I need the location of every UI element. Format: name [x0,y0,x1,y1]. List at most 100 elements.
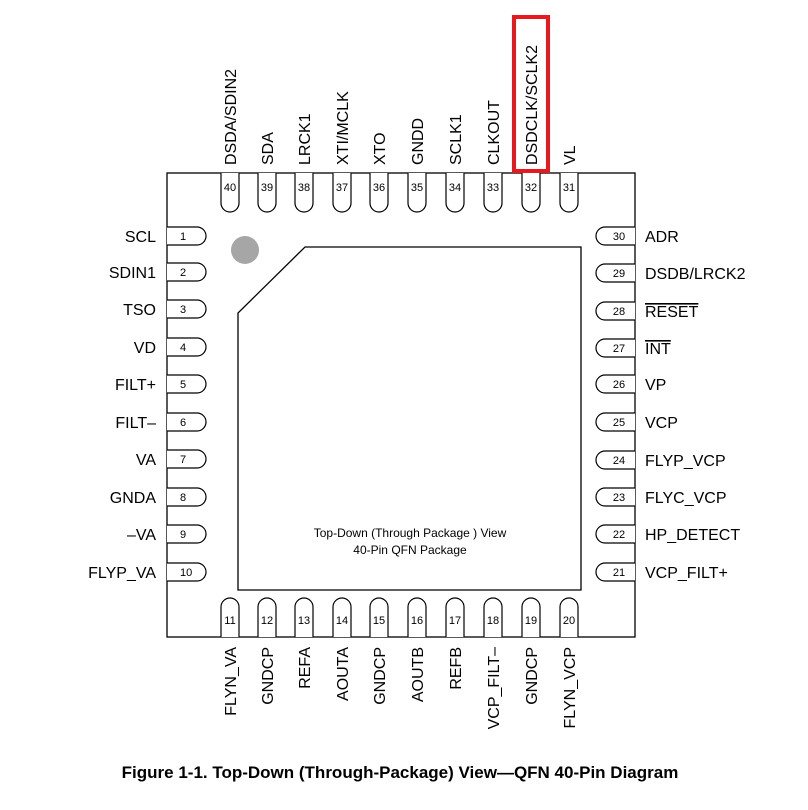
pin-number: 20 [563,615,575,627]
pin-pad [559,597,579,637]
pin-number: 5 [180,379,186,391]
pin-label: GNDCP [260,647,277,705]
pin-label: SDIN1 [109,265,156,282]
pin-pad [167,337,207,357]
figure-caption: Figure 1-1. Top-Down (Through-Package) V… [121,763,679,782]
pin-label: SCL [125,229,156,246]
pin-number: 33 [487,182,499,194]
pin-pad [167,562,207,582]
pin-label: XTI/MCLK [335,91,352,165]
pin-label: GNDD [410,118,427,165]
pin-pad [595,338,635,358]
package-name: 40-Pin QFN Package [353,543,467,557]
pin-label: AOUTA [335,647,352,701]
pin-pad [167,226,207,246]
pin-number: 3 [180,304,186,316]
pin-label: DSDA/SDIN2 [223,69,240,165]
pin1-indicator-dot [231,236,259,264]
pin-number: 39 [261,182,273,194]
pin-number: 37 [336,182,348,194]
pin-number: 1 [180,231,186,243]
pin-pad [167,299,207,319]
pin-number: 40 [224,182,236,194]
pin-pad [595,263,635,283]
pin-pad [595,450,635,470]
pin-label: –VA [127,527,156,544]
pin-pad [369,597,389,637]
pin-38: 38 LRCK1 [294,113,314,213]
pin-pad [257,173,277,213]
pin-label: LRCK1 [297,113,314,165]
pin-number: 27 [613,343,625,355]
pin-pad [595,562,635,582]
pin-label: GNDA [110,490,157,507]
pin-number: 28 [613,306,625,318]
die-pad [237,246,582,591]
pin-pad [220,173,240,213]
pin-number: 30 [613,231,625,243]
pin-pad [521,597,541,637]
pin-number: 34 [449,182,461,194]
pin-number: 16 [411,615,423,627]
pin-number: 9 [180,529,186,541]
pin-pad [167,262,207,282]
pin-label: FILT– [115,415,156,432]
pin-pad [483,597,503,637]
pin-number: 4 [180,342,186,354]
pin-pad [595,412,635,432]
pin-number: 38 [298,182,310,194]
pin-label: VCP_FILT+ [645,565,728,582]
pin-number: 15 [373,615,385,627]
pin-number: 31 [563,182,575,194]
pin-number: 7 [180,454,186,466]
package-view-title: Top-Down (Through Package ) View [313,526,507,540]
pin-label: SCLK1 [448,114,465,165]
pin-number: 24 [613,455,625,467]
pins-layer: 1SCL2SDIN13TSO4VD5FILT+6FILT–7VA8GNDA9–V… [88,15,746,729]
pin-label: VD [134,340,156,357]
pin-pad [521,173,541,213]
pin-number: 17 [449,615,461,627]
pin-pad [167,374,207,394]
pin-number: 18 [487,615,499,627]
pin-number: 2 [180,267,186,279]
pin-pad [294,597,314,637]
pin-2: 2 SDIN1 [109,262,207,282]
pin-label: DSDCLK/SCLK2 [524,45,541,165]
pin-label: REFA [297,647,314,689]
pin-pad [332,173,352,213]
pin-pad [407,597,427,637]
pin-label: REFB [448,647,465,690]
pin-label: VA [136,452,156,469]
pin-4: 4 VD [134,337,207,357]
pin-label: TSO [123,302,156,319]
pin-pad [332,597,352,637]
pin-number: 26 [613,379,625,391]
pin-number: 19 [525,615,537,627]
pin-label: DSDB/LRCK2 [645,266,746,283]
pin-pad [369,173,389,213]
pin-pad [595,524,635,544]
pin-pad [257,597,277,637]
pin-number: 13 [298,615,310,627]
